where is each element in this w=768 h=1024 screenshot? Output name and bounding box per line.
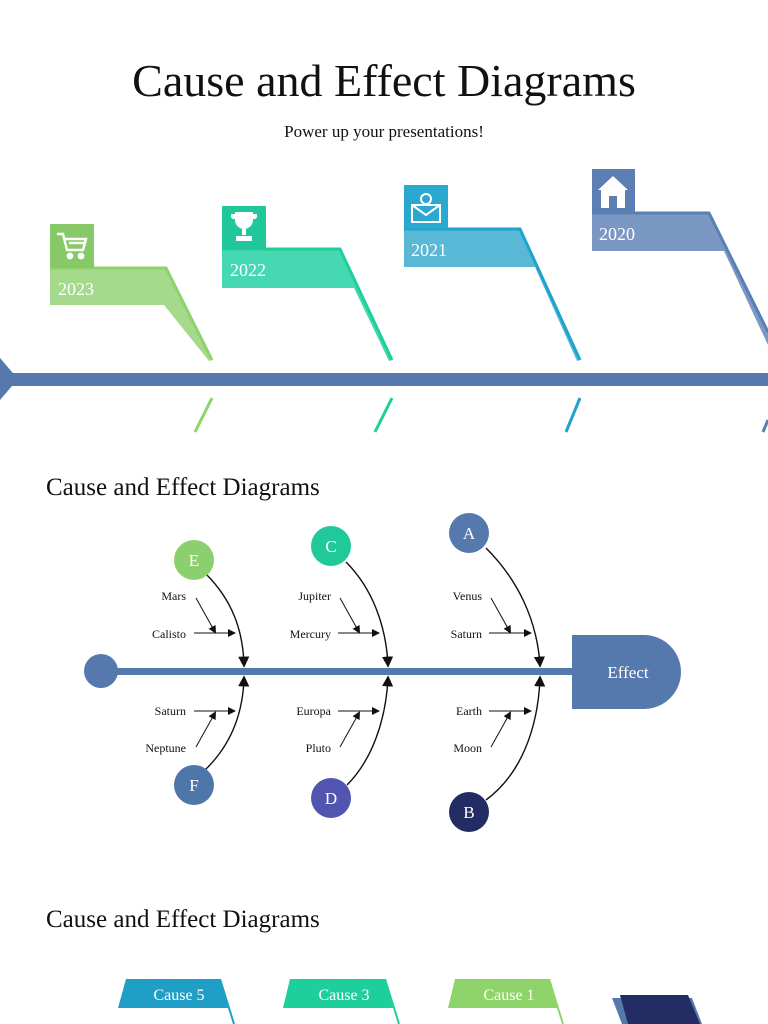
causes-diagram: Cause 5 Cause 3 Cause 1	[118, 978, 702, 1024]
flag-year-label: 2020	[599, 224, 635, 244]
cause-label: Saturn	[155, 704, 186, 718]
fishbone-tail	[84, 654, 118, 688]
bone-circle-f: F	[174, 765, 214, 805]
svg-text:Cause 5: Cause 5	[153, 987, 204, 1004]
flag-year-label: 2023	[58, 279, 94, 299]
cause-label: Earth	[456, 704, 482, 718]
section-title: Cause and Effect Diagrams	[46, 474, 320, 501]
timeline-flag-2023: 2023	[50, 224, 214, 433]
trophy-icon	[230, 212, 258, 241]
effect-label: Effect	[607, 663, 648, 682]
bone-circle-d: D	[311, 778, 351, 818]
timeline-flag-2022: 2022	[222, 206, 394, 433]
timeline-flag-2020: 2020	[592, 169, 768, 433]
svg-text:C: C	[325, 537, 336, 556]
cause-label: Venus	[453, 589, 483, 603]
effect-block	[612, 995, 702, 1024]
house-icon	[598, 176, 628, 208]
fishbone-diagram: Effect Mars Calisto Jupiter Mercury Venu…	[84, 513, 681, 832]
cause-label: Saturn	[451, 627, 482, 641]
bone-circle-c: C	[311, 526, 351, 566]
page-title: Cause and Effect Diagrams	[132, 55, 636, 106]
page-subtitle: Power up your presentations!	[284, 122, 484, 141]
svg-text:A: A	[463, 524, 476, 543]
bone-circle-e: E	[174, 540, 214, 580]
svg-text:D: D	[325, 789, 337, 808]
cause-label: Neptune	[145, 741, 186, 755]
bone-circle-a: A	[449, 513, 489, 553]
svg-text:E: E	[189, 551, 199, 570]
cause-label: Jupiter	[298, 589, 331, 603]
timeline-spine	[0, 373, 768, 386]
flag-year-label: 2021	[411, 240, 447, 260]
shopping-cart-icon	[57, 232, 88, 260]
cause-label: Moon	[453, 741, 482, 755]
fishbone-spine	[100, 668, 580, 675]
timeline-flag-2021: 2021	[404, 185, 582, 433]
svg-text:B: B	[463, 803, 474, 822]
svg-text:Cause 1: Cause 1	[483, 987, 534, 1004]
cause-label: Calisto	[152, 627, 186, 641]
cause-tab-5: Cause 5	[118, 978, 235, 1024]
cause-label: Mars	[161, 589, 186, 603]
cause-tab-3: Cause 3	[283, 978, 400, 1024]
cause-label: Europa	[296, 704, 331, 718]
cause-label: Mercury	[290, 627, 331, 641]
flag-year-label: 2022	[230, 260, 266, 280]
cause-label: Pluto	[306, 741, 331, 755]
email-icon	[411, 193, 441, 223]
effect-head	[572, 635, 681, 709]
spine-arrow-head	[0, 358, 18, 400]
timeline-diagram: 2023 2022 2021	[0, 169, 768, 433]
svg-text:Cause 3: Cause 3	[318, 987, 369, 1004]
cause-tab-1: Cause 1	[448, 978, 564, 1024]
section-title: Cause and Effect Diagrams	[46, 906, 320, 933]
svg-text:F: F	[189, 776, 198, 795]
bone-circle-b: B	[449, 792, 489, 832]
